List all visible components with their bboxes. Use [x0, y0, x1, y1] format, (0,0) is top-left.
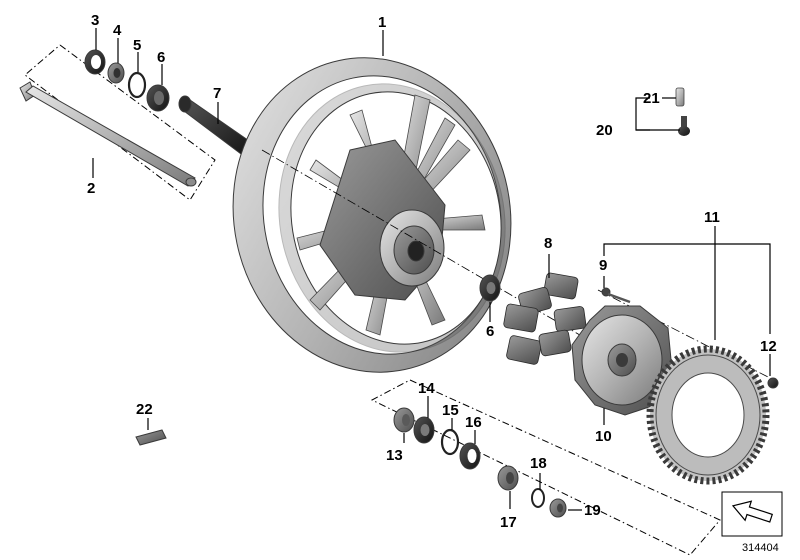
- document-number: 314404: [742, 542, 779, 554]
- sprocket-carrier-part-10: [571, 305, 673, 416]
- circlip-part-15: [440, 428, 460, 456]
- callout-6-upper: 6: [157, 49, 165, 66]
- sleeve-part-13: [393, 407, 415, 433]
- assembly-axis-line: [261, 149, 641, 371]
- callout-7: 7: [213, 85, 221, 102]
- callout-1: 1: [378, 14, 386, 31]
- bearing-part-6-upper: [146, 84, 170, 112]
- callout-10: 10: [595, 428, 612, 445]
- bearing-part-6-lower: [479, 274, 501, 302]
- callout-2: 2: [87, 180, 95, 197]
- navigation-arrow-icon: [721, 491, 783, 537]
- sprocket-part-11: [646, 345, 770, 485]
- callout-11: 11: [704, 209, 720, 226]
- bolt-part-9: [601, 287, 631, 304]
- callout-6-lower: 6: [486, 323, 494, 340]
- axle-part-2: [19, 81, 197, 187]
- circlip-part-18: [531, 488, 545, 508]
- sleeve-part-19: [549, 498, 567, 518]
- valve-part-20: [678, 116, 690, 136]
- callout-17: 17: [500, 514, 517, 531]
- bearing-kit-frame: [370, 379, 721, 556]
- bearing-part-4: [107, 62, 125, 84]
- seal-ring-part-3: [84, 49, 106, 75]
- callout-19: 19: [584, 502, 601, 519]
- callout-13: 13: [386, 447, 403, 464]
- damper-rubbers-part-8: [503, 272, 587, 365]
- callout-18: 18: [530, 455, 547, 472]
- callout-20: 20: [596, 122, 613, 139]
- callout-12: 12: [760, 338, 777, 355]
- callout-16: 16: [465, 414, 482, 431]
- shaft-seal-part-16: [459, 442, 481, 470]
- callout-8: 8: [544, 235, 552, 252]
- nut-part-12: [767, 377, 779, 389]
- spacer-part-17: [497, 465, 519, 491]
- callout-22: 22: [136, 401, 153, 418]
- circlip-part-5: [127, 71, 147, 99]
- callout-14: 14: [418, 380, 435, 397]
- callout-5: 5: [133, 37, 141, 54]
- wheel-rim-part-1: [232, 57, 512, 373]
- leader-lines: [92, 28, 771, 511]
- callout-9: 9: [599, 257, 607, 274]
- bearing-part-14: [413, 416, 435, 444]
- callout-15: 15: [442, 402, 459, 419]
- valve-part-21: [675, 87, 685, 107]
- callout-4: 4: [113, 22, 122, 39]
- callout-21: 21: [643, 90, 660, 107]
- balance-weight-part-22: [135, 429, 167, 446]
- callout-3: 3: [91, 12, 99, 29]
- callout-numbers: 1 2 3 4 5 6 6 7 8 9 10 11 12 13 14 15 16…: [87, 12, 777, 531]
